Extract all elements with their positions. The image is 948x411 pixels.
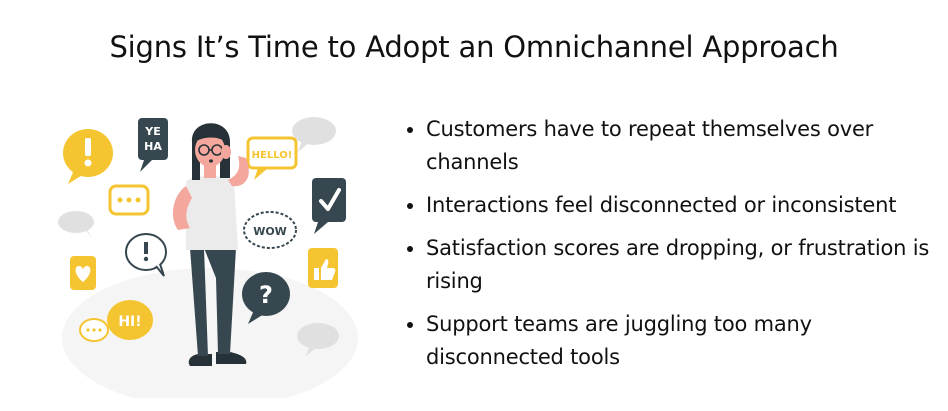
svg-text:HI!: HI! xyxy=(118,314,141,330)
grey-bubble-bottom-right xyxy=(297,323,339,356)
yeha-bubble-icon: YE HA xyxy=(138,118,168,172)
ellipsis-bubble-icon xyxy=(108,184,150,216)
signs-list: Customers have to repeat themselves over… xyxy=(404,113,934,384)
woman-figure xyxy=(172,123,249,366)
bullet-icon xyxy=(407,203,413,209)
question-bubble-icon: ? xyxy=(242,272,290,324)
grey-bubble-left xyxy=(58,211,94,238)
list-item-text: Satisfaction scores are dropping, or fru… xyxy=(426,236,930,293)
svg-text:YE: YE xyxy=(144,125,160,138)
list-item-text: Support teams are juggling too many disc… xyxy=(426,312,812,369)
svg-text:HA: HA xyxy=(144,140,162,153)
list-item: Satisfaction scores are dropping, or fru… xyxy=(404,232,934,298)
page-title: Signs It’s Time to Adopt an Omnichannel … xyxy=(109,30,839,64)
svg-text:WOW: WOW xyxy=(253,225,287,238)
list-item: Customers have to repeat themselves over… xyxy=(404,113,934,179)
wow-bubble-icon: WOW xyxy=(243,211,297,249)
svg-text:?: ? xyxy=(259,281,273,309)
thumbs-up-bubble-icon xyxy=(308,248,338,288)
small-ellipsis-bubble-icon xyxy=(79,318,109,342)
grey-bubble-top-right xyxy=(292,117,336,152)
list-item: Support teams are juggling too many disc… xyxy=(404,308,934,374)
bullet-icon xyxy=(407,322,413,328)
list-item-text: Customers have to repeat themselves over… xyxy=(426,117,874,174)
omnichannel-illustration: YE HA HI! HELLO! xyxy=(58,117,358,398)
check-bubble-icon xyxy=(312,178,346,234)
outline-exclamation-bubble-icon xyxy=(125,233,167,277)
hello-bubble-icon: HELLO! xyxy=(246,136,298,180)
list-item: Interactions feel disconnected or incons… xyxy=(404,189,934,222)
bullet-icon xyxy=(407,246,413,252)
heart-bubble-icon xyxy=(70,256,96,290)
exclamation-bubble-icon xyxy=(63,129,113,184)
svg-text:HELLO!: HELLO! xyxy=(252,150,293,161)
bullet-icon xyxy=(407,127,413,133)
hi-bubble-icon: HI! xyxy=(107,300,153,340)
list-item-text: Interactions feel disconnected or incons… xyxy=(426,193,897,217)
